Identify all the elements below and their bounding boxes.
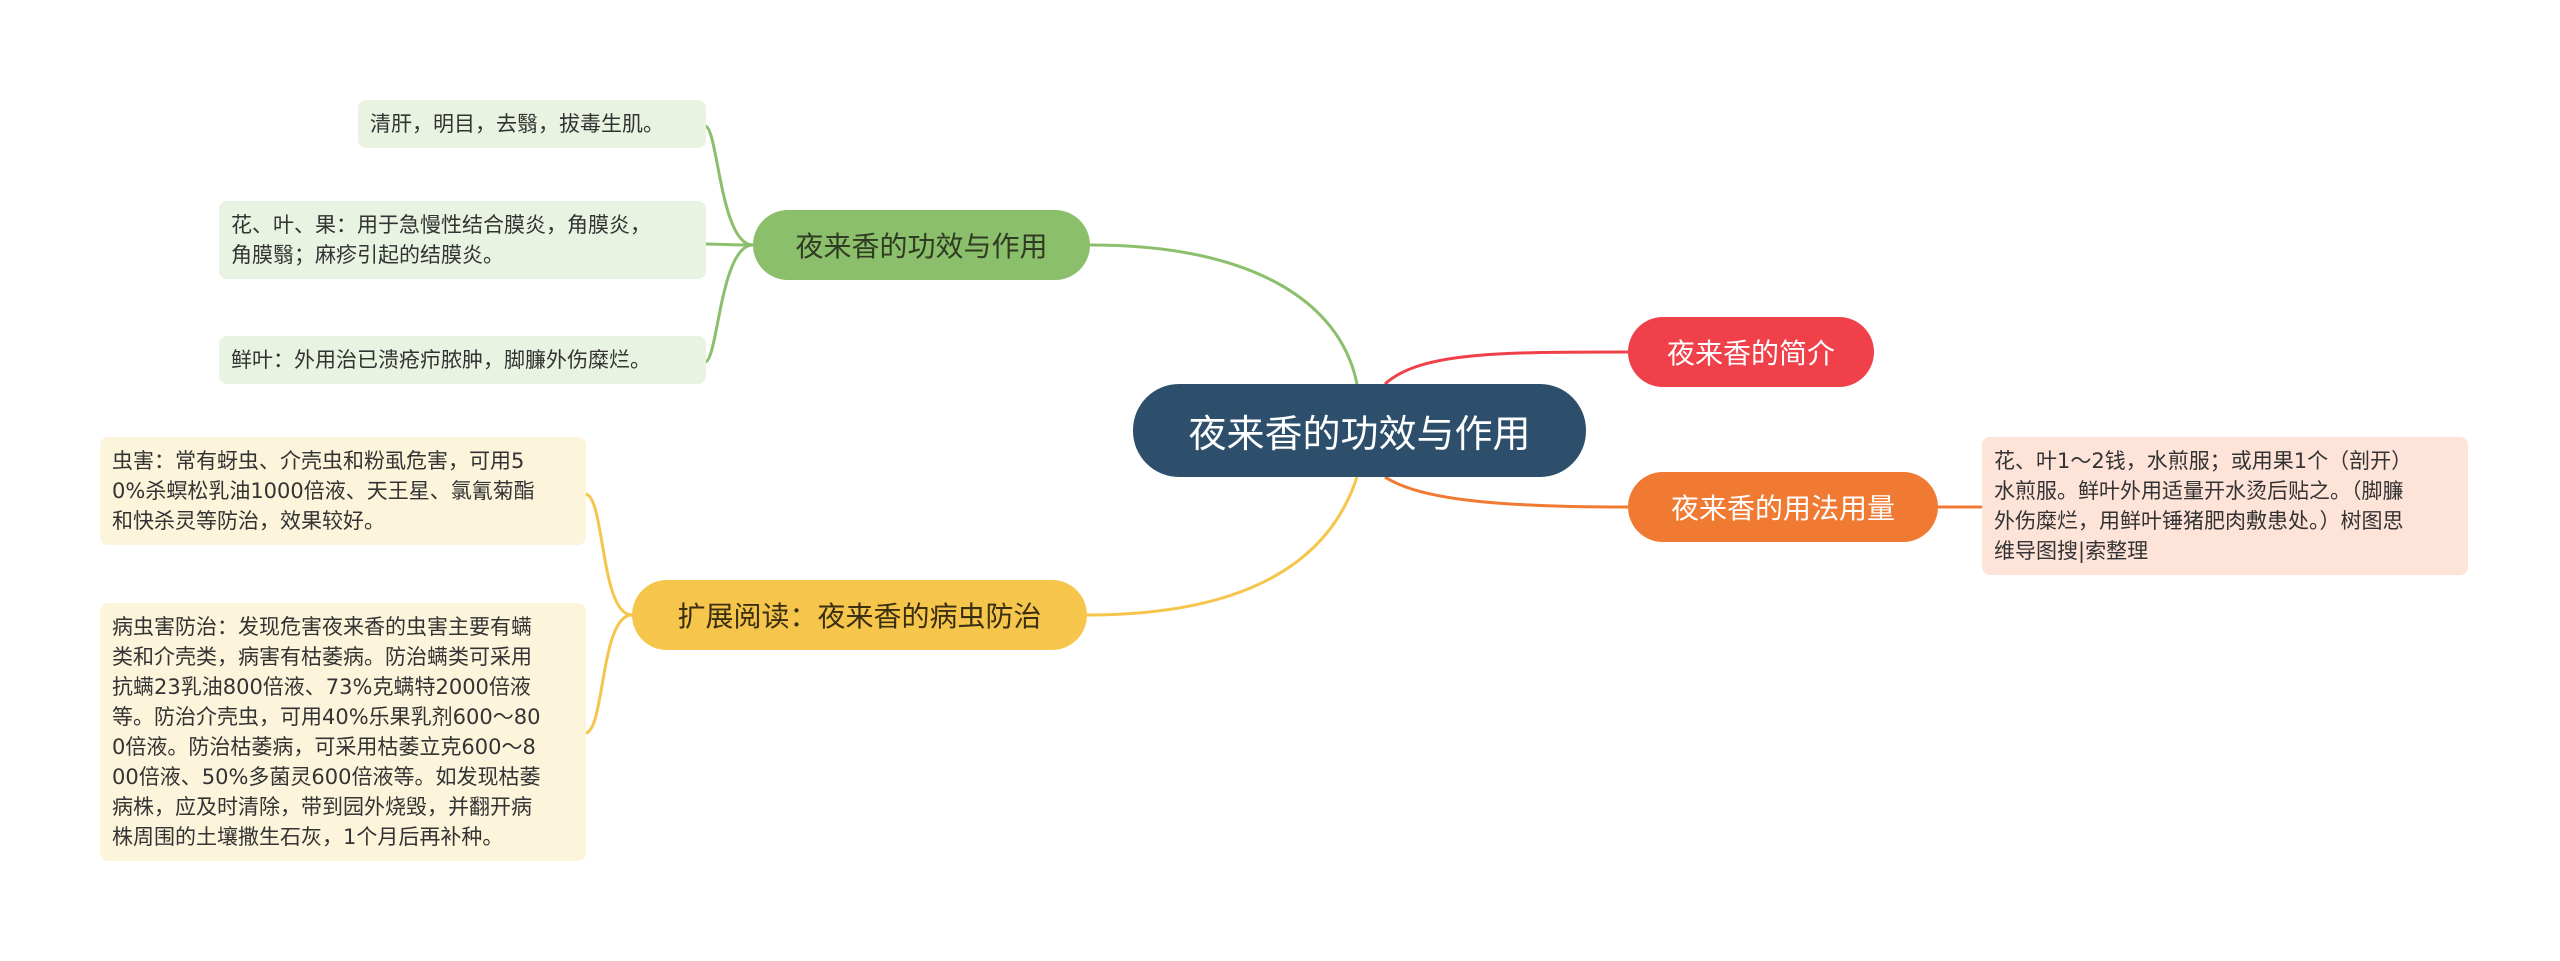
leaf-text-line: 维导图搜|索整理 bbox=[1994, 539, 2149, 563]
usage-leaf-1[interactable]: 花、叶1～2钱，水煎服；或用果1个（剖开） 水煎服。鲜叶外用适量开水烫后贴之。（… bbox=[1982, 437, 2468, 575]
efficacy-leaf-2[interactable]: 花、叶、果：用于急慢性结合膜炎，角膜炎， 角膜翳；麻疹引起的结膜炎。 bbox=[219, 201, 706, 279]
link-efficacy-leaf-3 bbox=[704, 243, 754, 364]
leaf-text-line: 外伤糜烂，用鲜叶锤猪肥肉敷患处。）树图思 bbox=[1994, 509, 2404, 533]
leaf-text-line: 病虫害防治：发现危害夜来香的虫害主要有螨 bbox=[112, 615, 532, 639]
link-pests-leaf-2 bbox=[584, 613, 633, 735]
link-root-usage bbox=[1384, 475, 1629, 509]
leaf-text-line: 清肝，明目，去翳，拔毒生肌。 bbox=[370, 112, 664, 136]
leaf-text-line: 水煎服。鲜叶外用适量开水烫后贴之。（脚臁 bbox=[1994, 479, 2404, 503]
leaf-text-line: 虫害：常有蚜虫、介壳虫和粉虱危害，可用5 bbox=[112, 449, 525, 473]
link-root-efficacy bbox=[1089, 243, 1359, 385]
link-root-pests bbox=[1086, 476, 1359, 617]
link-pests-leaf-1 bbox=[584, 492, 633, 617]
efficacy-leaf-3[interactable]: 鲜叶：外用治已溃疮疖脓肿，脚臁外伤糜烂。 bbox=[219, 336, 706, 384]
leaf-text-line: 类和介壳类，病害有枯萎病。防治螨类可采用 bbox=[112, 645, 532, 669]
leaf-text-line: 病株，应及时清除，带到园外烧毁，并翻开病 bbox=[112, 795, 532, 819]
leaf-text-line: 花、叶1～2钱，水煎服；或用果1个（剖开） bbox=[1994, 449, 2413, 473]
leaf-text-line: 00倍液、50%多菌灵600倍液等。如发现枯萎 bbox=[112, 765, 541, 789]
link-root-intro bbox=[1383, 350, 1629, 386]
leaf-text-line: 株周围的土壤撒生石灰，1个月后再补种。 bbox=[112, 825, 504, 849]
link-efficacy-leaf-1 bbox=[704, 124, 754, 247]
pests-leaf-1[interactable]: 虫害：常有蚜虫、介壳虫和粉虱危害，可用5 0%杀螟松乳油1000倍液、天王星、氯… bbox=[100, 437, 586, 545]
branch-efficacy[interactable]: 夜来香的功效与作用 bbox=[753, 210, 1090, 280]
leaf-text-line: 角膜翳；麻疹引起的结膜炎。 bbox=[231, 243, 504, 267]
leaf-text-line: 和快杀灵等防治，效果较好。 bbox=[112, 509, 385, 533]
leaf-text-line: 抗螨23乳油800倍液、73%克螨特2000倍液 bbox=[112, 675, 531, 699]
leaf-text-line: 鲜叶：外用治已溃疮疖脓肿，脚臁外伤糜烂。 bbox=[231, 348, 651, 372]
pests-leaf-2[interactable]: 病虫害防治：发现危害夜来香的虫害主要有螨 类和介壳类，病害有枯萎病。防治螨类可采… bbox=[100, 603, 586, 861]
branch-intro[interactable]: 夜来香的简介 bbox=[1628, 317, 1874, 387]
branch-usage[interactable]: 夜来香的用法用量 bbox=[1628, 472, 1938, 542]
leaf-text-line: 0倍液。防治枯萎病，可采用枯萎立克600～8 bbox=[112, 735, 536, 759]
link-efficacy-leaf-2 bbox=[704, 242, 754, 247]
leaf-text-line: 等。防治介壳虫，可用40%乐果乳剂600～80 bbox=[112, 705, 541, 729]
leaf-text-line: 0%杀螟松乳油1000倍液、天王星、氯氰菊酯 bbox=[112, 479, 535, 503]
root-topic[interactable]: 夜来香的功效与作用 bbox=[1133, 384, 1586, 477]
efficacy-leaf-1[interactable]: 清肝，明目，去翳，拔毒生肌。 bbox=[358, 100, 706, 148]
branch-pests[interactable]: 扩展阅读：夜来香的病虫防治 bbox=[632, 580, 1087, 650]
leaf-text-line: 花、叶、果：用于急慢性结合膜炎，角膜炎， bbox=[231, 213, 651, 237]
